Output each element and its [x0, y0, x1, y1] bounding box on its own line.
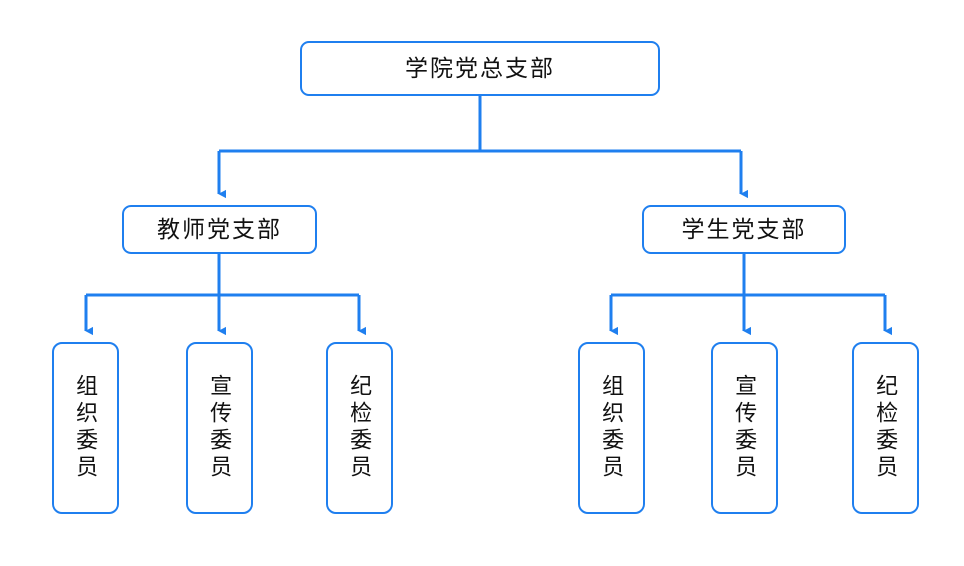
node-student-discipline-label: 纪检委员 [873, 374, 899, 482]
node-teacher-branch[interactable]: 教师党支部 [122, 205, 317, 254]
node-teacher-branch-label: 教师党支部 [157, 217, 282, 242]
node-student-branch[interactable]: 学生党支部 [642, 205, 846, 254]
node-teacher-discipline[interactable]: 纪检委员 [326, 342, 393, 514]
node-teacher-propaganda[interactable]: 宣传委员 [186, 342, 253, 514]
node-student-organization[interactable]: 组织委员 [578, 342, 645, 514]
node-student-propaganda-label: 宣传委员 [732, 374, 758, 482]
node-teacher-organization-label: 组织委员 [73, 374, 99, 482]
node-student-discipline[interactable]: 纪检委员 [852, 342, 919, 514]
node-student-organization-label: 组织委员 [599, 374, 625, 482]
node-teacher-organization[interactable]: 组织委员 [52, 342, 119, 514]
node-teacher-propaganda-label: 宣传委员 [207, 374, 233, 482]
node-teacher-discipline-label: 纪检委员 [347, 374, 373, 482]
node-student-propaganda[interactable]: 宣传委员 [711, 342, 778, 514]
node-root-label: 学院党总支部 [405, 56, 555, 81]
node-root[interactable]: 学院党总支部 [300, 41, 660, 96]
node-student-branch-label: 学生党支部 [681, 217, 807, 242]
